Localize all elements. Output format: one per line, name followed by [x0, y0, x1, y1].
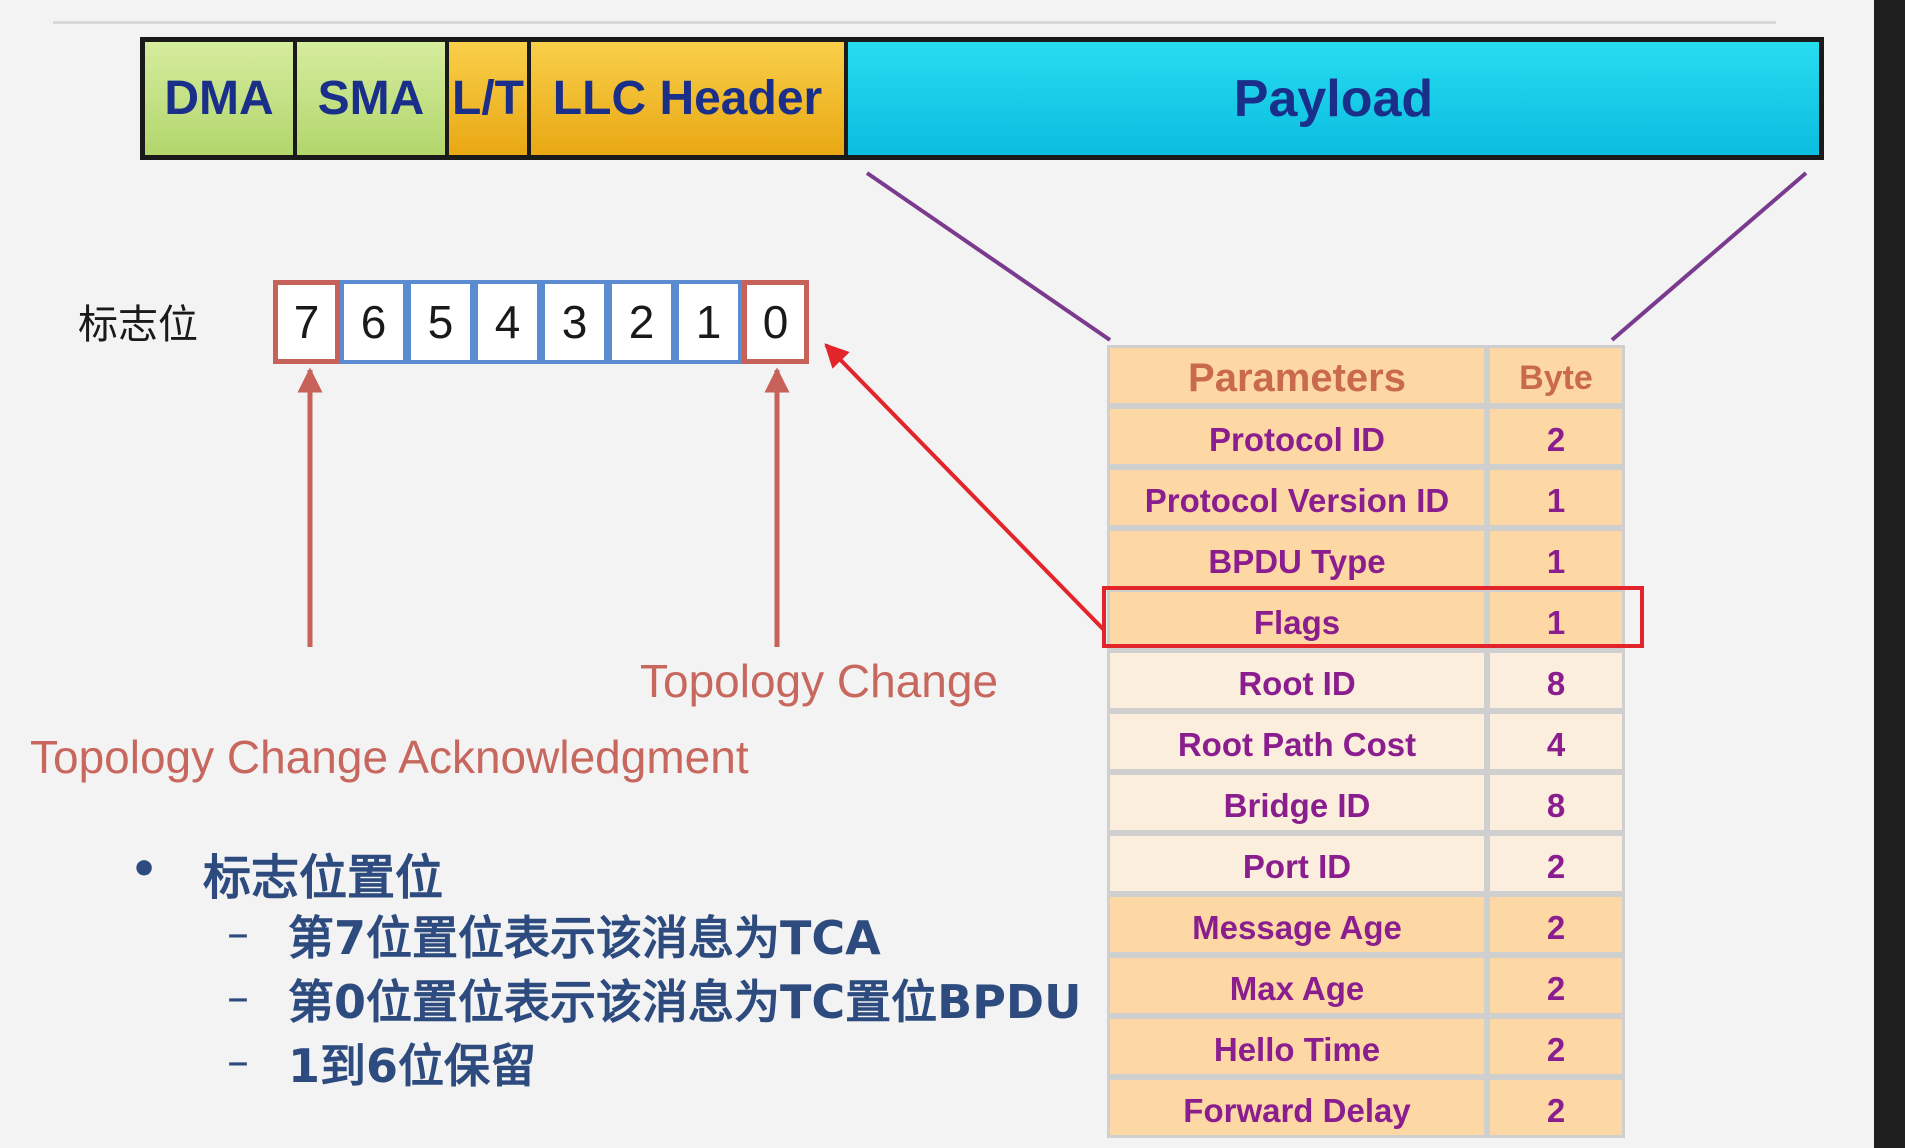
byte-cell: 1	[1487, 528, 1625, 589]
flag-bit-4: 4	[474, 280, 541, 364]
sub-dash-3: –	[227, 1036, 249, 1087]
param-cell: Bridge ID	[1107, 772, 1487, 833]
flag-bit-0: 0	[742, 280, 809, 364]
table-row: Bridge ID 8	[1107, 772, 1625, 833]
param-cell: Port ID	[1107, 833, 1487, 894]
flags-row-highlight	[1102, 586, 1644, 648]
table-row: Message Age 2	[1107, 894, 1625, 955]
sub-dash-2: –	[227, 972, 249, 1023]
sub-bullet-3: 1到6位保留	[288, 1039, 537, 1093]
byte-cell: 8	[1487, 772, 1625, 833]
flag-bit-3: 3	[541, 280, 608, 364]
table-row: Protocol Version ID 1	[1107, 467, 1625, 528]
table-header-row: Parameters Byte	[1107, 345, 1625, 406]
byte-cell: 2	[1487, 406, 1625, 467]
sub-bullet-2: 第0位置位表示该消息为TC置位BPDU	[288, 975, 1082, 1029]
param-cell: Protocol Version ID	[1107, 467, 1487, 528]
param-cell: Protocol ID	[1107, 406, 1487, 467]
window-edge	[1874, 0, 1905, 1148]
table-row: Root ID 8	[1107, 650, 1625, 711]
table-row: Forward Delay 2	[1107, 1077, 1625, 1138]
sub-bullet-1: 第7位置位表示该消息为TCA	[288, 911, 881, 965]
header-parameters: Parameters	[1107, 345, 1487, 406]
byte-cell: 2	[1487, 833, 1625, 894]
table-row: Max Age 2	[1107, 955, 1625, 1016]
param-cell: BPDU Type	[1107, 528, 1487, 589]
byte-cell: 4	[1487, 711, 1625, 772]
flag-bit-2: 2	[608, 280, 675, 364]
byte-cell: 2	[1487, 894, 1625, 955]
table-row-flags: Flags 1	[1107, 589, 1625, 650]
param-cell: Root Path Cost	[1107, 711, 1487, 772]
byte-cell: 8	[1487, 650, 1625, 711]
flag-bit-5: 5	[407, 280, 474, 364]
frame-segment-length-type: L/T	[449, 42, 531, 155]
flags-to-bits-arrow	[824, 343, 1106, 632]
table-row: Root Path Cost 4	[1107, 711, 1625, 772]
topology-change-ack-caption: Topology Change Acknowledgment	[30, 731, 749, 783]
ethernet-frame-bar: DMA SMA L/T LLC Header Payload	[140, 37, 1824, 160]
param-cell: Root ID	[1107, 650, 1487, 711]
byte-cell: 1	[1487, 589, 1625, 650]
param-cell: Forward Delay	[1107, 1077, 1487, 1138]
bullet-dot: •	[130, 844, 159, 895]
byte-cell: 2	[1487, 955, 1625, 1016]
flag-bit-7: 7	[273, 280, 340, 364]
frame-segment-sma: SMA	[297, 42, 449, 155]
table-row: BPDU Type 1	[1107, 528, 1625, 589]
param-cell: Hello Time	[1107, 1016, 1487, 1077]
topology-change-caption: Topology Change	[640, 655, 999, 707]
table-row: Port ID 2	[1107, 833, 1625, 894]
flag-bit-6: 6	[340, 280, 407, 364]
payload-connector-left	[865, 171, 1112, 342]
param-cell: Message Age	[1107, 894, 1487, 955]
sub-dash-1: –	[227, 908, 249, 959]
table-row: Protocol ID 2	[1107, 406, 1625, 467]
table-row: Hello Time 2	[1107, 1016, 1625, 1077]
byte-cell: 2	[1487, 1077, 1625, 1138]
frame-segment-dma: DMA	[145, 42, 297, 155]
byte-cell: 1	[1487, 467, 1625, 528]
header-byte: Byte	[1487, 345, 1625, 406]
top-rule	[53, 21, 1776, 24]
param-cell: Flags	[1107, 589, 1487, 650]
frame-segment-payload: Payload	[848, 42, 1819, 155]
payload-connector-right	[1610, 171, 1808, 342]
frame-segment-llc-header: LLC Header	[531, 42, 848, 155]
param-cell: Max Age	[1107, 955, 1487, 1016]
bullet-main: 标志位置位	[203, 850, 444, 906]
flag-bit-1: 1	[675, 280, 742, 364]
flags-label: 标志位	[78, 302, 198, 348]
byte-cell: 2	[1487, 1016, 1625, 1077]
bpdu-parameter-table: Parameters Byte Protocol ID 2 Protocol V…	[1107, 345, 1625, 1138]
